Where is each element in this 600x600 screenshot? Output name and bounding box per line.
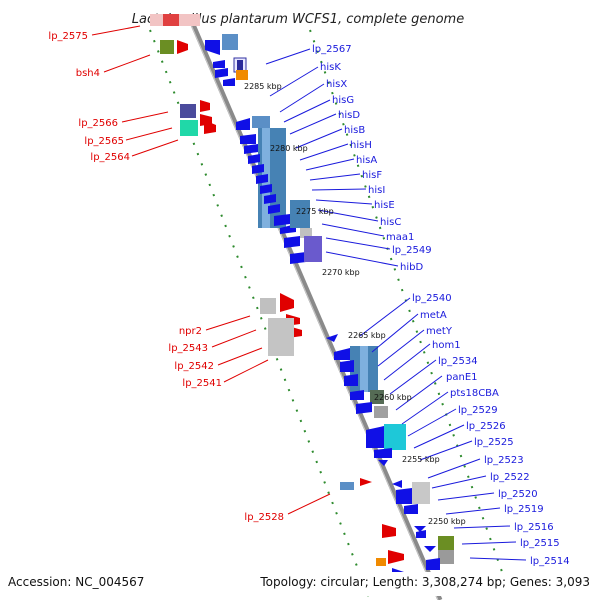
gene-label[interactable]: lp_2515	[520, 538, 560, 549]
left-gene-labels: lp_2575 bsh4 lp_2566 lp_2565 lp_2564 npr…	[48, 31, 284, 523]
gene-label[interactable]: lp_2516	[514, 522, 554, 533]
gene-label[interactable]: panE1	[446, 372, 478, 383]
tick-label: 2265 kbp	[348, 331, 386, 340]
tick-label: 2275 kbp	[296, 207, 334, 216]
gene-label[interactable]: lp_2566	[78, 118, 118, 129]
gene-label[interactable]: hisH	[350, 140, 372, 151]
gene-label[interactable]: hisF	[362, 170, 382, 181]
gene-label[interactable]: lp_2534	[438, 356, 478, 367]
right-guide-track	[309, 29, 513, 600]
tick-label: 2250 kbp	[428, 517, 466, 526]
gene-label[interactable]: lp_2564	[90, 152, 130, 163]
gene-label[interactable]: hisE	[374, 200, 395, 211]
gene-label[interactable]: lp_2528	[244, 512, 284, 523]
gene-label[interactable]: lp_2514	[530, 556, 570, 567]
topology-text: Topology: circular; Length: 3,308,274 bp…	[259, 575, 590, 589]
forward-genes	[160, 40, 404, 576]
gene-label[interactable]: lp_2522	[490, 472, 530, 483]
gene-label[interactable]: lp_2520	[498, 489, 538, 500]
gene-label[interactable]: hisX	[326, 79, 347, 90]
tick-label: 2285 kbp	[244, 82, 282, 91]
gene-label[interactable]: lp_2519	[504, 504, 544, 515]
gene-label[interactable]: lp_2523	[484, 455, 524, 466]
gene-label[interactable]: npr2	[179, 326, 202, 337]
gene-label[interactable]: lp_2529	[458, 405, 498, 416]
gene-label[interactable]: hisB	[344, 125, 365, 136]
gene-label[interactable]: metY	[426, 326, 453, 337]
gene-label[interactable]: metA	[420, 310, 447, 321]
gene-label[interactable]: hom1	[432, 340, 461, 351]
gene-label[interactable]: lp_2541	[182, 378, 222, 389]
tick-label: 2270 kbp	[322, 268, 360, 277]
gene-label[interactable]: bsh4	[76, 68, 100, 79]
kbp-ticks: 2285 kbp 2280 kbp 2275 kbp 2270 kbp 2265…	[244, 82, 466, 526]
accession-text: Accession: NC_004567	[8, 575, 144, 589]
gene-label[interactable]: hisD	[338, 110, 360, 121]
right-leaders	[265, 48, 527, 561]
tick-label: 2255 kbp	[402, 455, 440, 464]
gene-label[interactable]: lp_2542	[174, 361, 214, 372]
gene-label[interactable]: hibD	[400, 262, 423, 273]
gene-label[interactable]: hisK	[320, 62, 341, 73]
gene-label[interactable]: hisC	[380, 217, 401, 228]
gene-label[interactable]: hisG	[332, 95, 354, 106]
left-leaders	[91, 25, 331, 515]
gene-label[interactable]: lp_2525	[474, 437, 514, 448]
map-title: Lactobacillus plantarum WCFS1, complete …	[132, 12, 464, 27]
tick-label: 2280 kbp	[270, 144, 308, 153]
gene-label[interactable]: lp_2565	[84, 136, 124, 147]
gene-label[interactable]: hisI	[368, 185, 385, 196]
gene-label[interactable]: lp_2543	[168, 343, 208, 354]
gene-label[interactable]: hisA	[356, 155, 377, 166]
right-gene-labels: lp_2567 hisK hisX hisG hisD hisB hisH hi…	[312, 44, 570, 567]
gene-label[interactable]: maa1	[386, 232, 414, 243]
gene-label[interactable]: lp_2540	[412, 293, 452, 304]
tick-label: 2260 kbp	[374, 393, 412, 402]
gene-label[interactable]: lp_2567	[312, 44, 352, 55]
gene-label[interactable]: pts18CBA	[450, 388, 499, 399]
gene-label[interactable]: lp_2575	[48, 31, 88, 42]
his-operon-arrows	[240, 134, 296, 234]
gene-label[interactable]: lp_2549	[392, 245, 432, 256]
reverse-genes	[205, 34, 458, 596]
gene-label[interactable]: lp_2526	[466, 421, 506, 432]
